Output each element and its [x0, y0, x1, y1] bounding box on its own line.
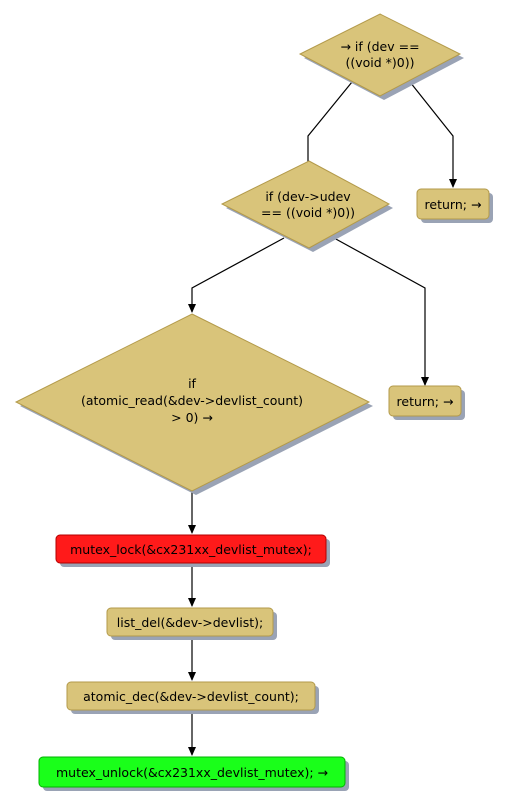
- decision-udev-null: if (dev->udev == ((void *)0)): [220, 160, 393, 252]
- process-atomic-dec: atomic_dec(&dev->devlist_count);: [66, 681, 319, 714]
- decision-shape: [14, 313, 371, 492]
- node-label-line: > 0) →: [171, 410, 213, 425]
- decision-dev-null: → if (dev == ((void *)0)): [298, 13, 464, 100]
- process-shape: [66, 681, 316, 711]
- node-label-line: mutex_lock(&cx231xx_devlist_mutex);: [70, 542, 312, 557]
- edge-udev-to-devlist-count: [188, 237, 285, 313]
- node-label-line: ((void *)0)): [345, 55, 414, 70]
- node-label-line: == ((void *)0)): [261, 205, 355, 220]
- decision-shape: [220, 160, 391, 249]
- decision-shape: [298, 13, 462, 97]
- process-return-2: return; →: [388, 385, 465, 420]
- node-label-line: atomic_dec(&dev->devlist_count);: [83, 689, 299, 704]
- node-label-line: return; →: [425, 197, 482, 212]
- process-mutex-lock: mutex_lock(&cx231xx_devlist_mutex);: [55, 534, 330, 567]
- process-mutex-unlock: mutex_unlock(&cx231xx_devlist_mutex); →: [38, 756, 349, 791]
- node-label-line: mutex_unlock(&cx231xx_devlist_mutex); →: [56, 765, 328, 780]
- process-shape: [106, 607, 274, 637]
- node-label-line: return; →: [397, 394, 454, 409]
- process-shape: [388, 385, 462, 417]
- decision-devlist-count: if (atomic_read(&dev->devlist_count) > 0…: [14, 313, 373, 495]
- node-label-line: if: [188, 376, 196, 391]
- process-shape: [38, 756, 346, 788]
- process-list-del: list_del(&dev->devlist);: [106, 607, 277, 640]
- edge-dev-null-to-return-1: [409, 81, 457, 188]
- process-shape: [55, 534, 327, 564]
- node-label-line: → if (dev ==: [340, 39, 419, 54]
- node-label-line: list_del(&dev->devlist);: [117, 615, 263, 630]
- edge-udev-to-return-2: [333, 237, 429, 386]
- process-shape: [416, 188, 490, 220]
- node-label-line: if (dev->udev: [265, 189, 351, 204]
- process-return-1: return; →: [416, 188, 493, 223]
- node-label-line: (atomic_read(&dev->devlist_count): [81, 393, 303, 408]
